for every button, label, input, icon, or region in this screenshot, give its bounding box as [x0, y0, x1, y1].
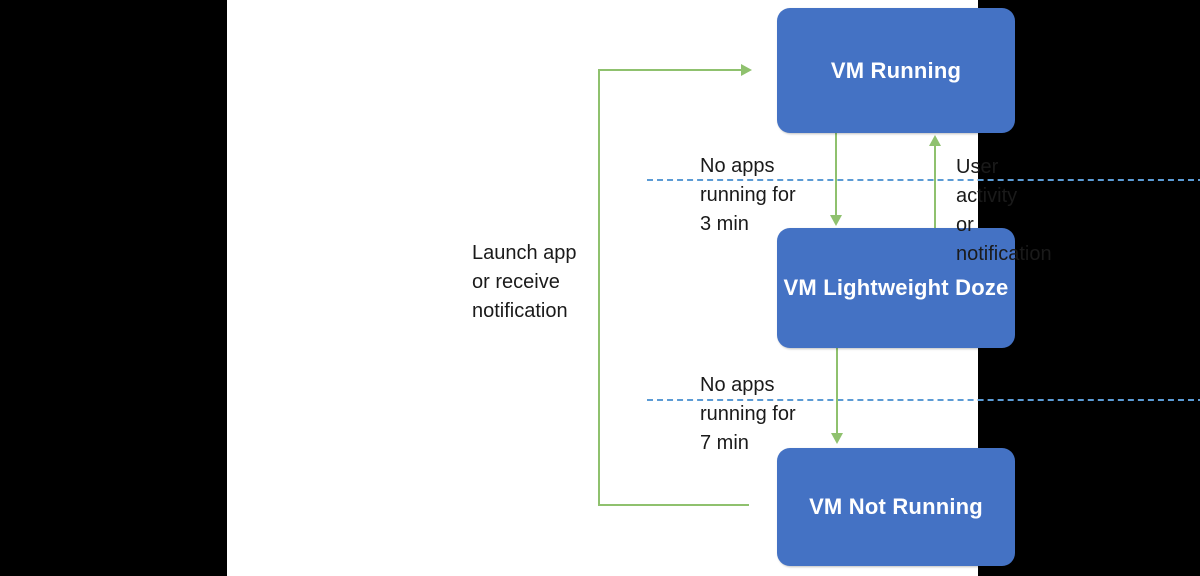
transition-label-doze-to-running: User activity or notification [956, 156, 1052, 265]
arrow-return-head-icon [741, 64, 752, 76]
arrow-running-to-doze-shaft [835, 133, 837, 218]
arrow-return-vertical-segment [598, 69, 600, 506]
arrow-doze-to-running-head-icon [929, 135, 941, 146]
diagram-canvas: VM Running VM Lightweight Doze VM Not Ru… [227, 0, 1200, 576]
state-box-vm-not-running[interactable]: VM Not Running [777, 448, 1015, 566]
arrow-doze-to-not-running-shaft [836, 348, 838, 436]
divider-upper-dashed-line [647, 179, 1200, 181]
transition-label-running-to-doze: No apps running for 3 min [700, 155, 796, 235]
arrow-return-bottom-segment [599, 504, 749, 506]
arrow-doze-to-not-running-head-icon [831, 433, 843, 444]
transition-label-doze-to-not-running: No apps running for 7 min [700, 374, 796, 454]
arrow-doze-to-running-shaft [934, 146, 936, 228]
state-box-vm-running[interactable]: VM Running [777, 8, 1015, 133]
divider-lower-dashed-line [647, 399, 1200, 401]
arrow-return-top-segment [599, 69, 745, 71]
arrow-running-to-doze-head-icon [830, 215, 842, 226]
state-box-vm-lightweight-doze[interactable]: VM Lightweight Doze [777, 228, 1015, 348]
transition-label-not-running-to-running: Launch app or receive notification [472, 242, 577, 322]
